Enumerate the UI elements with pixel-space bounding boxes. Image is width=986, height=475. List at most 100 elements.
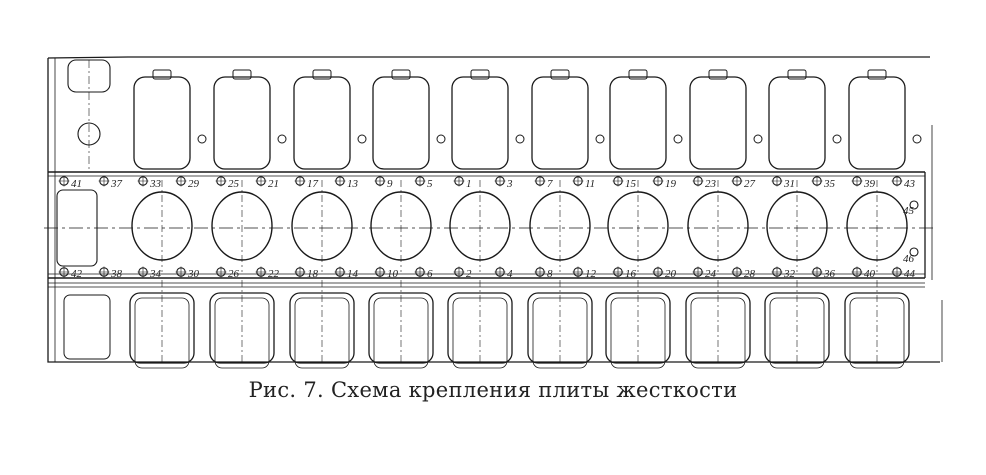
bolt-number: 30 [187, 268, 200, 280]
upper-pin-hole [912, 134, 922, 144]
bolt-number: 9 [387, 178, 393, 190]
upper-window [768, 76, 826, 170]
bolt-mark [453, 266, 465, 278]
bolt-number: 4 [507, 268, 513, 280]
bolt-number: 37 [110, 178, 123, 190]
upper-slot [312, 69, 332, 80]
bolt-mark [891, 266, 903, 278]
bolt-number: 7 [547, 178, 553, 190]
bolt-mark [255, 175, 267, 187]
bolt-number: 3 [506, 178, 513, 190]
bolt-mark [652, 175, 664, 187]
bolt-mark [731, 266, 743, 278]
lower-window [844, 292, 910, 364]
bolt-mark [98, 266, 110, 278]
bolt-mark [255, 266, 267, 278]
lower-flange [48, 282, 925, 288]
bolt-number: 45 [903, 205, 915, 217]
upper-window [451, 76, 509, 170]
upper-pin-hole [595, 134, 605, 144]
bolt-mark [811, 266, 823, 278]
upper-window-row [133, 69, 922, 170]
bolt-number: 31 [783, 178, 795, 190]
upper-slot [232, 69, 252, 80]
bolt-number: 41 [71, 178, 82, 190]
upper-window [372, 76, 430, 170]
upper-slot [152, 69, 172, 80]
bolt-mark [572, 175, 584, 187]
bolt-number: 25 [228, 178, 240, 190]
bolt-number: 10 [387, 268, 399, 280]
bolt-mark [494, 175, 506, 187]
lower-window [289, 292, 355, 364]
lower-window [129, 292, 195, 364]
bolt-mark [414, 266, 426, 278]
bolt-number: 14 [347, 268, 359, 280]
bolt-mark [98, 175, 110, 187]
left-end-pocket [56, 189, 98, 267]
bolt-mark [58, 175, 70, 187]
upper-pin-hole [515, 134, 525, 144]
bolt-number: 19 [665, 178, 677, 190]
upper-slot [787, 69, 807, 80]
upper-window [848, 76, 906, 170]
upper-pin-hole [277, 134, 287, 144]
bolt-mark [374, 266, 386, 278]
bolt-mark [692, 175, 704, 187]
bolt-number: 21 [268, 178, 279, 190]
bolt-number: 6 [427, 268, 433, 280]
right-edge-marks [931, 125, 943, 362]
bolt-mark [851, 266, 863, 278]
bolt-mark [294, 266, 306, 278]
bolt-number: 38 [110, 268, 123, 280]
lower-window [368, 292, 434, 364]
bolt-mark [891, 175, 903, 187]
upper-pin-hole [832, 134, 842, 144]
bolt-mark [494, 266, 506, 278]
upper-pin-hole [673, 134, 683, 144]
bolt-mark [334, 175, 346, 187]
lower-window [527, 292, 593, 364]
bolt-number: 26 [228, 268, 240, 280]
bolt-mark [731, 175, 743, 187]
bolt-number: 18 [307, 268, 319, 280]
bolt-mark [294, 175, 306, 187]
bolt-number: 35 [823, 178, 836, 190]
lower-window [764, 292, 830, 364]
bolt-mark [175, 266, 187, 278]
bolt-mark [215, 266, 227, 278]
bolt-mark [612, 175, 624, 187]
bolt-number: 20 [665, 268, 677, 280]
bolt-mark [771, 266, 783, 278]
left-end-bottom-window [63, 294, 111, 360]
bolt-number: 11 [585, 178, 595, 190]
bolt-hole [909, 247, 919, 257]
outline [47, 58, 940, 363]
bolt-mark [175, 175, 187, 187]
upper-window [689, 76, 747, 170]
bolt-holes [58, 175, 919, 278]
bolt-number: 1 [466, 178, 472, 190]
bolt-mark [58, 266, 70, 278]
lower-window-row [129, 280, 910, 369]
upper-slot [628, 69, 648, 80]
upper-window [293, 76, 351, 170]
upper-pin-hole [753, 134, 763, 144]
upper-slot [470, 69, 490, 80]
upper-pin-hole [197, 134, 207, 144]
bolt-mark [414, 175, 426, 187]
bolt-number: 40 [864, 268, 876, 280]
upper-pin-hole [357, 134, 367, 144]
bolt-mark [215, 175, 227, 187]
bolt-mark [137, 175, 149, 187]
lower-window [685, 292, 751, 364]
bolt-number: 43 [904, 178, 916, 190]
bolt-mark [572, 266, 584, 278]
bolt-number: 24 [705, 268, 717, 280]
bolt-mark [534, 266, 546, 278]
bolt-number: 15 [625, 178, 637, 190]
plate-edges [48, 171, 925, 279]
bolt-mark [137, 266, 149, 278]
